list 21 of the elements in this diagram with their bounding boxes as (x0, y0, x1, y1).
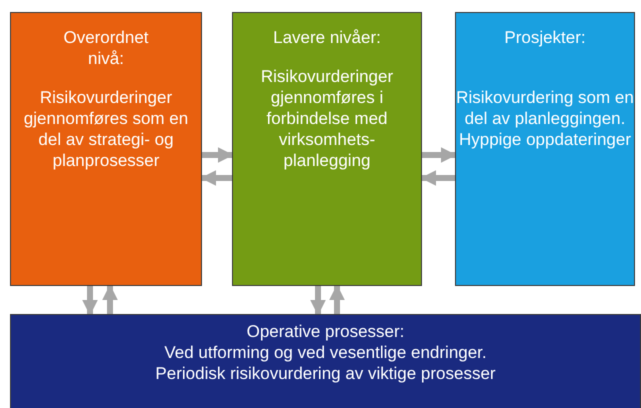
arrow (200, 170, 232, 186)
box-text: Risikovurderinger gjennomføres som en del av strategi- og planprosesser (22, 87, 190, 171)
arrow (102, 284, 118, 314)
box-heading: Operative prosesser: (246, 321, 404, 342)
process-box (455, 12, 635, 286)
arrow (329, 284, 345, 314)
arrow (202, 147, 234, 163)
process-box (10, 12, 202, 286)
arrow (422, 147, 457, 163)
box-text: Risikovurdering som en del av planleggingen. Hyppige oppdateringer (456, 87, 634, 150)
box-heading: Lavere nivåer: (273, 27, 381, 48)
box-text: Periodisk risikovurdering av viktige prosesser (155, 363, 496, 384)
process-box (232, 12, 422, 286)
arrow (420, 170, 455, 186)
box-heading: Overordnet nivå: (62, 27, 150, 69)
arrow (310, 286, 326, 316)
box-heading: Prosjekter: (504, 27, 586, 48)
arrow (82, 286, 98, 316)
box-text: Risikovurderinger gjennomføres i forbindelse med virksomhets- planlegging (260, 66, 394, 171)
process-box (10, 314, 641, 408)
box-text: Ved utforming og ved vesentlige endringer. (164, 342, 487, 363)
